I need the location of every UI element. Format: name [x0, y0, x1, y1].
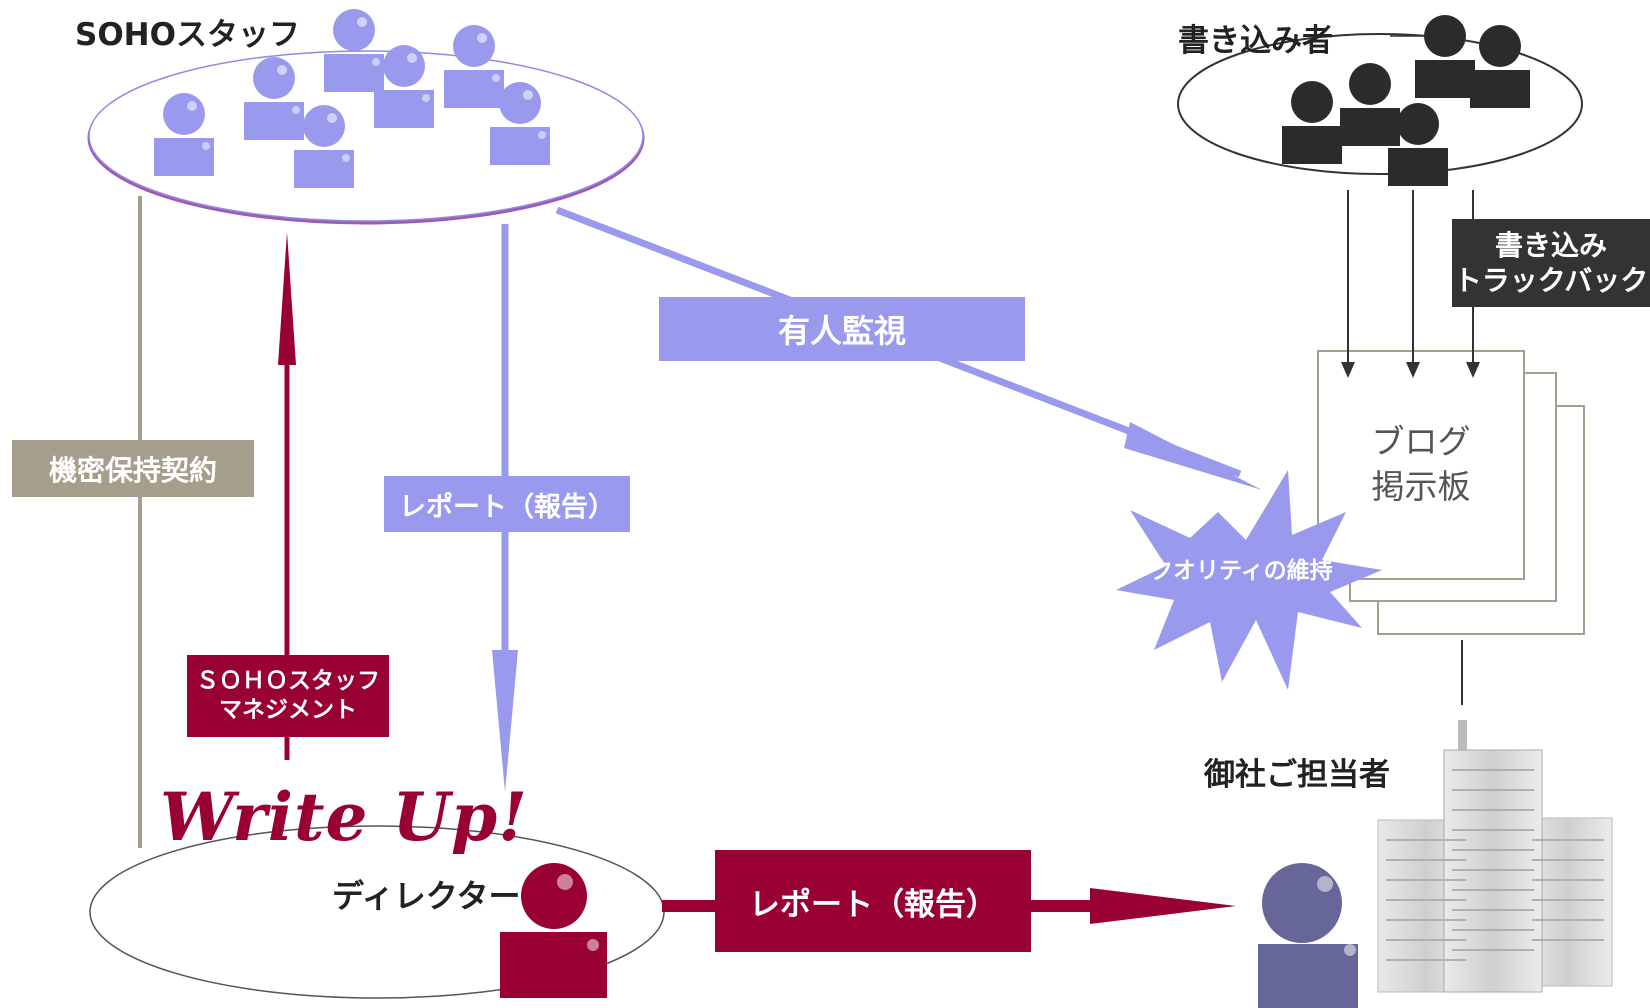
director-group: [89, 825, 665, 999]
document-line2: 掲示板: [1371, 466, 1471, 506]
client-title: 御社ご担当者: [1204, 757, 1390, 793]
soho-staff-group: [87, 9, 645, 225]
management-label: ＳＯＨＯスタッフ マネジメント: [187, 655, 389, 737]
monitoring-label: 有人監視: [659, 297, 1025, 361]
quality-starburst: [1116, 470, 1382, 690]
writeup-logo: Write Up!: [160, 778, 529, 856]
writers-title: 書き込み者: [1178, 23, 1333, 59]
write-trackback-label: 書き込み トラックバック: [1452, 219, 1650, 307]
writers-group: [1177, 15, 1583, 186]
report-client-label: レポート（報告）: [715, 850, 1031, 952]
report-up-label: レポート（報告）: [384, 476, 630, 532]
management-label-line1: ＳＯＨＯスタッフ: [196, 668, 380, 695]
client-person: [1258, 863, 1358, 1008]
quality-label: クオリティの維持: [1150, 558, 1333, 584]
document-line1: ブログ: [1371, 422, 1471, 461]
client-building: [1377, 640, 1613, 993]
blog-bbs-document-stack: [1317, 350, 1585, 635]
document-label: ブログ 掲示板: [1318, 420, 1524, 509]
management-label-line2: マネジメント: [219, 697, 357, 723]
report-to-director-arrow: [492, 224, 518, 792]
nda-label: 機密保持契約: [12, 440, 254, 497]
director-title: ディレクター: [332, 877, 521, 915]
write-trackback-line1: 書き込み: [1494, 229, 1607, 262]
soho-staff-title: SOHOスタッフ: [75, 17, 300, 53]
write-trackback-line2: トラックバック: [1453, 264, 1649, 297]
director-person: [500, 863, 607, 998]
